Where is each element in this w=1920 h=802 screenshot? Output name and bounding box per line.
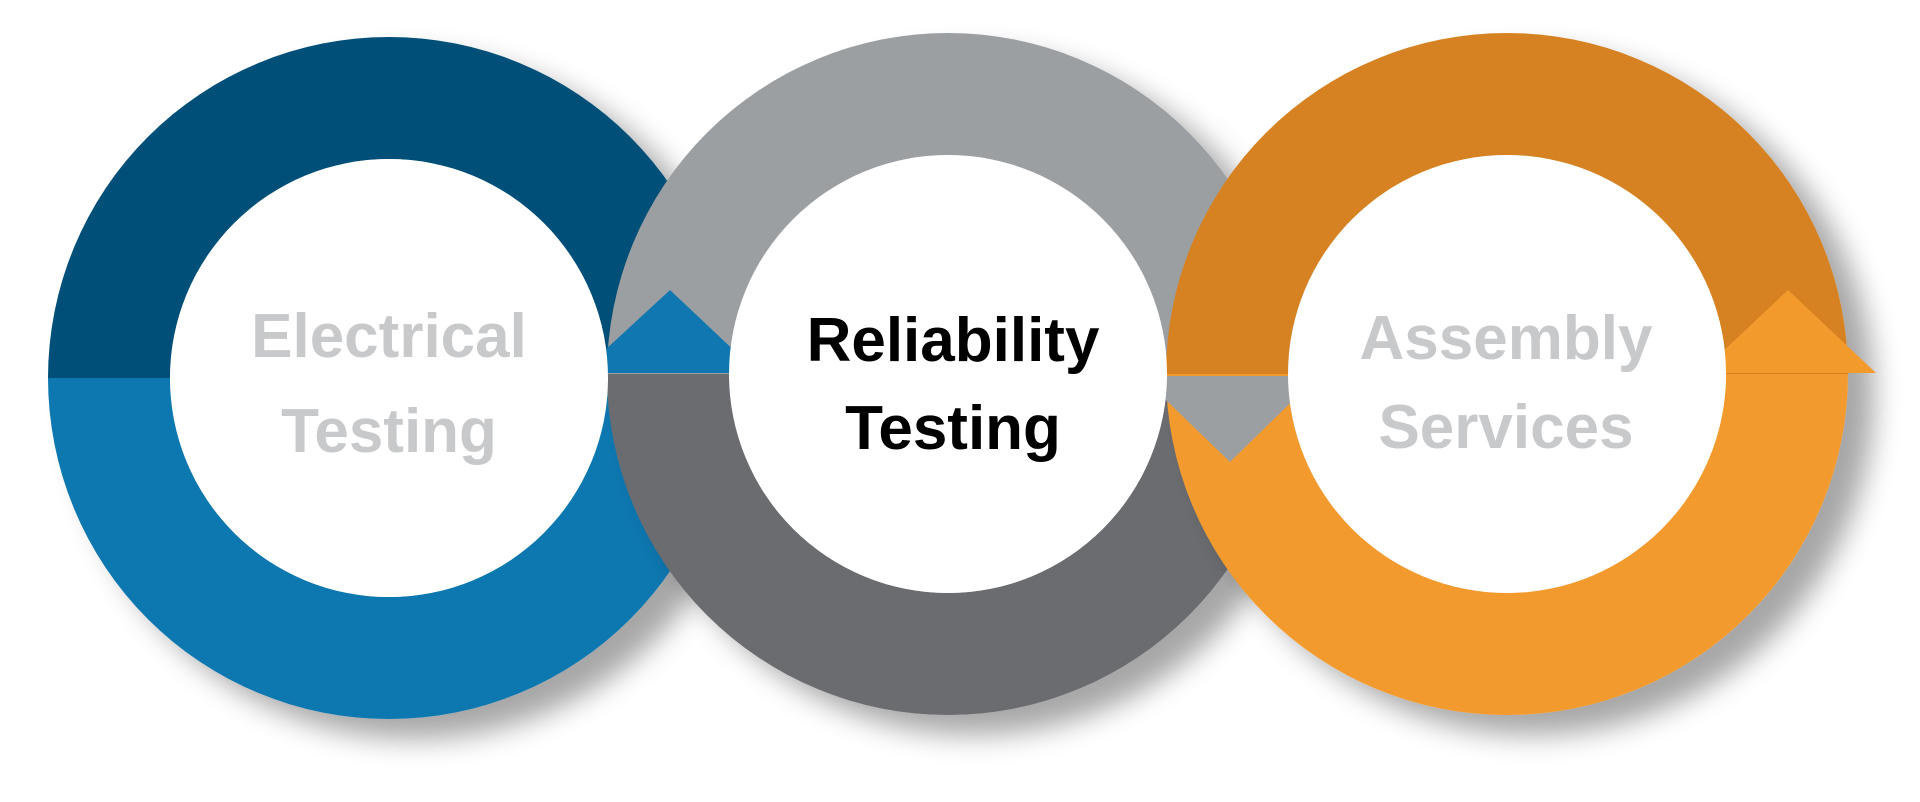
- arrow-up-icon: [1700, 290, 1876, 373]
- arrow-down-icon: [1141, 376, 1318, 462]
- arrow-up-icon: [580, 290, 758, 373]
- label-electrical-line1: Electrical: [251, 302, 527, 371]
- label-assembly-line1: Assembly: [1360, 304, 1653, 373]
- ring-electrical: [48, 37, 730, 719]
- label-electrical-line2: Testing: [281, 397, 497, 466]
- ring-reliability-top: [607, 33, 1289, 374]
- ring-assembly-top: [1166, 33, 1848, 374]
- ring-assembly: [1166, 33, 1848, 715]
- ring-electrical-bottom: [48, 378, 730, 719]
- inner-circle-assembly: [1288, 155, 1726, 593]
- inner-circle-reliability: [729, 155, 1167, 593]
- ring-electrical-top: [48, 37, 730, 378]
- inner-circle-electrical: [170, 159, 608, 597]
- ring-reliability-bottom: [607, 374, 1289, 715]
- label-assembly-line2: Services: [1378, 393, 1633, 462]
- label-reliability-line1: Reliability: [807, 306, 1100, 375]
- ring-reliability: [607, 33, 1289, 715]
- label-reliability-line2: Testing: [845, 394, 1061, 463]
- ring-assembly-bottom: [1166, 374, 1848, 715]
